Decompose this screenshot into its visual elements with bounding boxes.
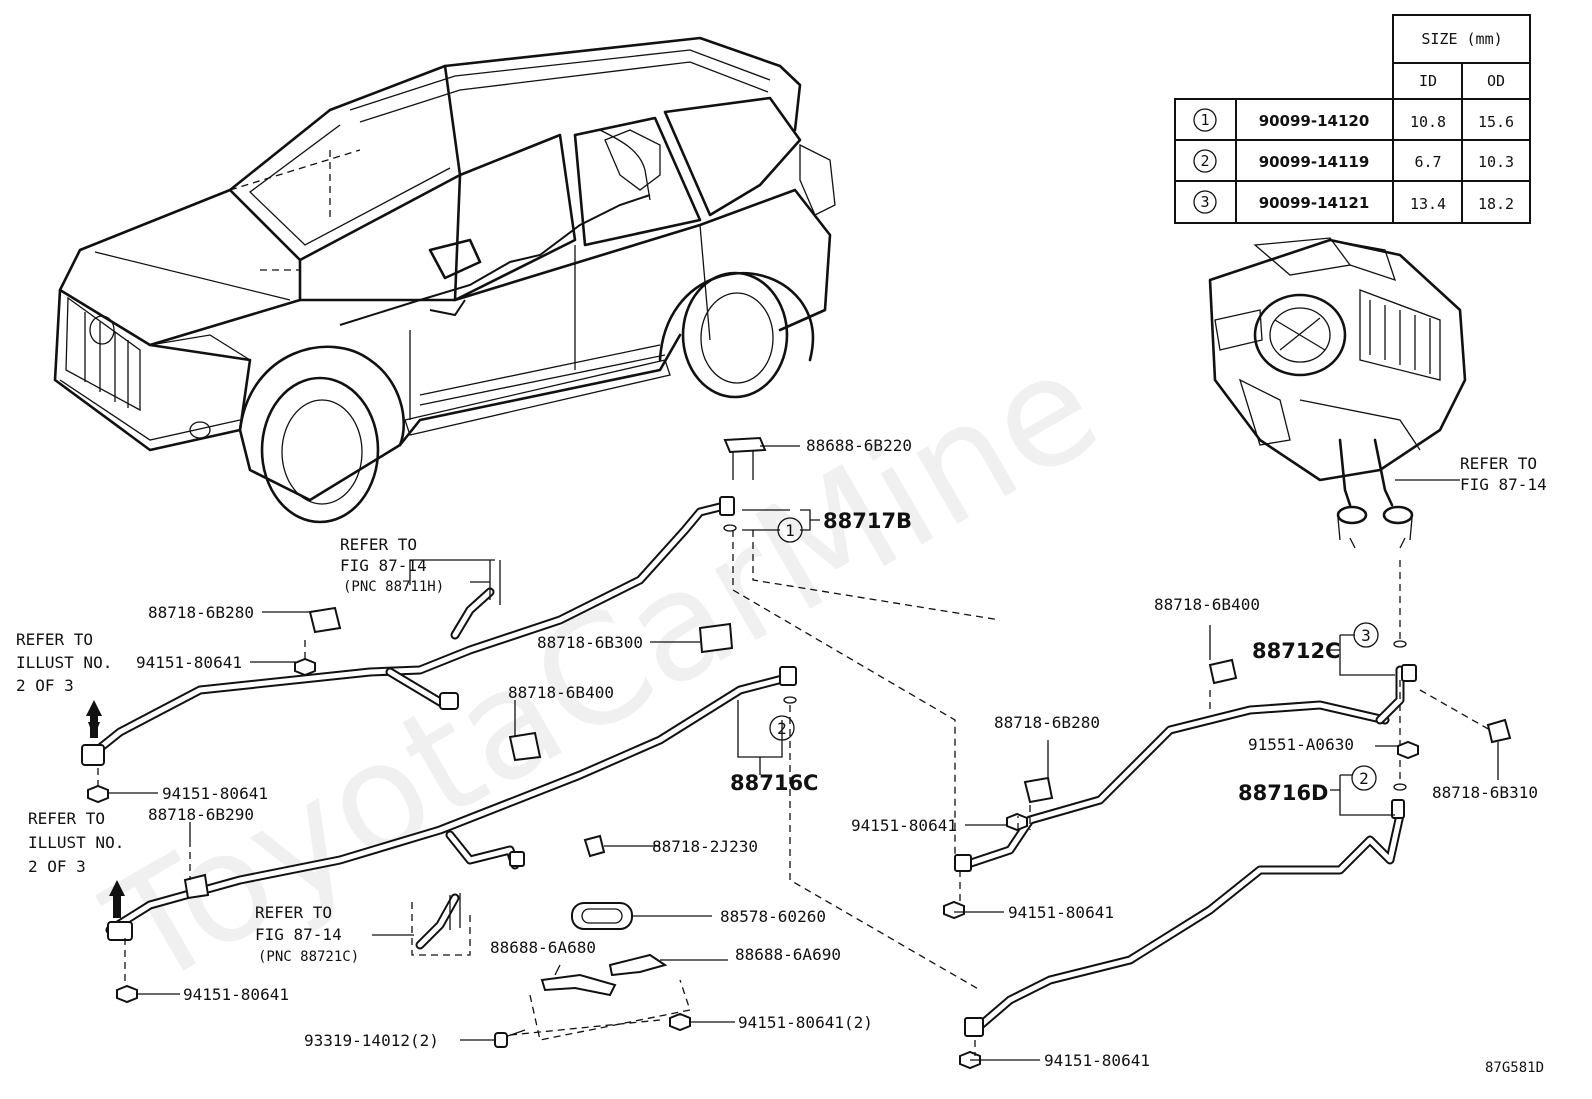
callout-2: 2 xyxy=(1351,765,1377,791)
refer-fig-87-14-pnc-h-line1: REFER TO xyxy=(340,535,417,554)
size-table-id: 6.7 xyxy=(1414,153,1441,171)
size-table-od: 18.2 xyxy=(1478,195,1514,213)
part-88578-60260: 88578-60260 xyxy=(720,907,826,926)
part-94151-80641-2: 94151-80641(2) xyxy=(738,1013,873,1032)
size-table-col-id: ID xyxy=(1419,72,1437,90)
part-88718-6B400: 88718-6B400 xyxy=(508,683,614,702)
part-91551-A0630: 91551-A0630 xyxy=(1248,735,1354,754)
part-88718-6B290: 88718-6B290 xyxy=(148,805,254,824)
part-88688-6B220: 88688-6B220 xyxy=(806,436,912,455)
figure-code: 87G581D xyxy=(1485,1060,1544,1076)
pipe-assemblies xyxy=(90,500,1405,1035)
part-88718-6B280: 88718-6B280 xyxy=(994,713,1100,732)
up-arrow-icon xyxy=(109,880,125,918)
size-table-id: 10.8 xyxy=(1410,113,1446,131)
size-table-ref: 2 xyxy=(1200,152,1209,170)
size-table-od: 15.6 xyxy=(1478,113,1514,131)
refer-illust-lower-line1: REFER TO xyxy=(28,809,105,828)
refer-illust-upper-line3: 2 OF 3 xyxy=(16,676,74,695)
refer-illust-upper-line2: ILLUST NO. xyxy=(16,653,112,672)
size-table: SIZE (mm) ID OD 1 90099-14120 10.8 15.6 … xyxy=(1174,14,1531,224)
part-88688-6A690: 88688-6A690 xyxy=(735,945,841,964)
size-table-header: SIZE (mm) xyxy=(1421,30,1502,48)
svg-text:3: 3 xyxy=(1361,626,1371,645)
part-88718-6B400: 88718-6B400 xyxy=(1154,595,1260,614)
up-arrow-icon xyxy=(86,700,102,738)
size-table-col-od: OD xyxy=(1487,72,1505,90)
heater-unit-illustration xyxy=(1208,237,1467,549)
part-88718-6B280: 88718-6B280 xyxy=(148,603,254,622)
callout-2: 2 xyxy=(769,715,795,741)
part-88712C: 88712C xyxy=(1252,639,1340,663)
part-94151-80641: 94151-80641 xyxy=(1044,1051,1150,1070)
refer-fig-87-14-pnc-c-line2: FIG 87-14 xyxy=(255,925,342,944)
refer-fig-87-14-top-line2: FIG 87-14 xyxy=(1460,475,1547,494)
refer-illust-lower-line3: 2 OF 3 xyxy=(28,857,86,876)
size-table-part: 90099-14121 xyxy=(1259,194,1370,212)
part-88716C: 88716C xyxy=(730,771,818,795)
part-88718-2J230: 88718-2J230 xyxy=(652,837,758,856)
part-94151-80641: 94151-80641 xyxy=(851,816,957,835)
refer-illust-upper-line1: REFER TO xyxy=(16,630,93,649)
size-table-part: 90099-14120 xyxy=(1259,112,1370,130)
part-94151-80641: 94151-80641 xyxy=(136,653,242,672)
refer-fig-87-14-pnc-c-line1: REFER TO xyxy=(255,903,332,922)
size-table-ref: 3 xyxy=(1200,193,1209,211)
part-88688-6A680: 88688-6A680 xyxy=(490,938,596,957)
dashed-connection-lines xyxy=(97,530,1491,1056)
refer-fig-87-14-pnc-c-line3: (PNC 88721C) xyxy=(258,949,359,965)
part-93319-14012: 93319-14012(2) xyxy=(304,1031,439,1050)
svg-text:2: 2 xyxy=(777,719,787,738)
svg-text:1: 1 xyxy=(785,521,795,540)
part-94151-80641: 94151-80641 xyxy=(183,985,289,1004)
part-88716D: 88716D xyxy=(1238,781,1329,805)
vehicle-illustration xyxy=(53,36,836,524)
part-94151-80641: 94151-80641 xyxy=(162,784,268,803)
refer-fig-87-14-top-line1: REFER TO xyxy=(1460,454,1537,473)
callout-1: 1 xyxy=(777,517,803,543)
refer-fig-87-14-pnc-h-line3: (PNC 88711H) xyxy=(343,579,444,595)
refer-illust-lower-line2: ILLUST NO. xyxy=(28,833,124,852)
part-88718-6B300: 88718-6B300 xyxy=(537,633,643,652)
size-table-part: 90099-14119 xyxy=(1259,153,1370,171)
leader-lines xyxy=(108,445,1499,1061)
callout-3: 3 xyxy=(1353,622,1379,648)
refer-fig-87-14-pnc-h-line2: FIG 87-14 xyxy=(340,556,427,575)
size-table-od: 10.3 xyxy=(1478,153,1514,171)
part-88717B: 88717B xyxy=(823,509,912,533)
size-table-ref: 1 xyxy=(1200,111,1209,129)
part-88718-6B310: 88718-6B310 xyxy=(1432,783,1538,802)
svg-text:2: 2 xyxy=(1359,769,1369,788)
fittings xyxy=(81,436,1512,1070)
size-table-id: 13.4 xyxy=(1410,195,1446,213)
part-94151-80641: 94151-80641 xyxy=(1008,903,1114,922)
